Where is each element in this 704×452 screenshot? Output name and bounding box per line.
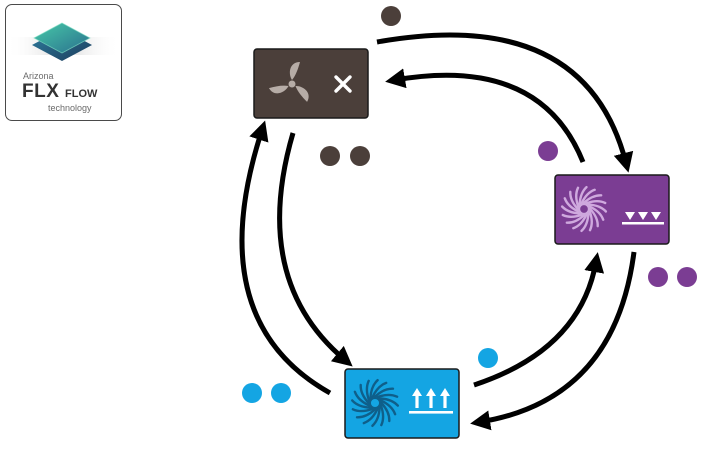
downward-triangles-icon [622, 212, 664, 225]
turbine-blade [572, 213, 588, 230]
arrow-suction-to-pressure [470, 251, 637, 431]
turbine-blade [569, 190, 579, 211]
arrow-pressure-to-suction [473, 252, 605, 388]
dot-ventilation-pair-2 [350, 146, 370, 166]
turbine-blade [585, 200, 607, 205]
dot-suction-single [538, 141, 558, 161]
turbine-blade [565, 214, 586, 224]
turbine-blade [588, 205, 605, 221]
arrow-ventilation-to-suction [376, 32, 634, 173]
turbine-blade [365, 379, 371, 402]
turbine-icon [351, 379, 399, 427]
turbine-blade [575, 186, 580, 208]
layered-diamond-logo-icon [6, 22, 120, 61]
turbine-blade [380, 401, 391, 423]
cycle-arrows [239, 32, 637, 431]
logo-line-1: Arizona [23, 71, 54, 81]
turbine-blade [373, 387, 395, 398]
dot-suction-pair-2 [677, 267, 697, 287]
turbine-blade [587, 203, 608, 213]
indicator-dots [242, 6, 697, 403]
dot-ventilation-pair-1 [320, 146, 340, 166]
dot-pressure-pair-2 [271, 383, 291, 403]
turbine-blade [376, 393, 399, 399]
turbine-blade [379, 399, 397, 416]
up-arrows-icon [409, 388, 453, 414]
turbine-icon [560, 185, 608, 233]
turbine-blade [580, 212, 590, 233]
arrow-pressure-to-ventilation [239, 120, 332, 396]
turbine-blade [351, 407, 374, 413]
turbine-blade [580, 188, 596, 205]
logo-line-2a: FLX [22, 81, 60, 102]
turbine-hub [368, 396, 382, 410]
turbine-blade [371, 381, 388, 399]
turbine-blade [582, 194, 603, 204]
dot-pressure-single [478, 348, 498, 368]
ventilation-node [253, 48, 369, 119]
turbine-hub [578, 203, 590, 215]
logo-line-2b: FLOW [65, 88, 98, 100]
turbine-blade [353, 390, 371, 407]
turbine-blade [561, 213, 583, 218]
arrow-ventilation-to-pressure [277, 132, 353, 367]
turbine-blade [578, 185, 588, 206]
turbine-blade [379, 404, 385, 427]
turbine-blade [371, 406, 381, 427]
pressure-node [344, 368, 460, 439]
logo-line-3: technology [48, 103, 92, 113]
turbine-blade [355, 408, 377, 419]
suction-node [554, 174, 670, 245]
turbine-blade [560, 205, 581, 215]
turbine-blade [351, 399, 372, 409]
turbine-blade [378, 397, 399, 407]
close-x-icon [334, 75, 352, 93]
dot-suction-pair-1 [648, 267, 668, 287]
turbine-blade [359, 383, 370, 405]
logo-badge: Arizona FLX FLOW technology [5, 4, 122, 121]
arrow-suction-to-ventilation [385, 68, 586, 163]
dot-pressure-pair-1 [242, 383, 262, 403]
turbine-blade [362, 407, 379, 425]
turbine-blade [369, 379, 379, 400]
fan-icon [268, 62, 309, 102]
turbine-blade [589, 207, 599, 228]
dot-ventilation-top [381, 6, 401, 26]
turbine-blade [563, 197, 580, 213]
turbine-blade [588, 210, 593, 232]
